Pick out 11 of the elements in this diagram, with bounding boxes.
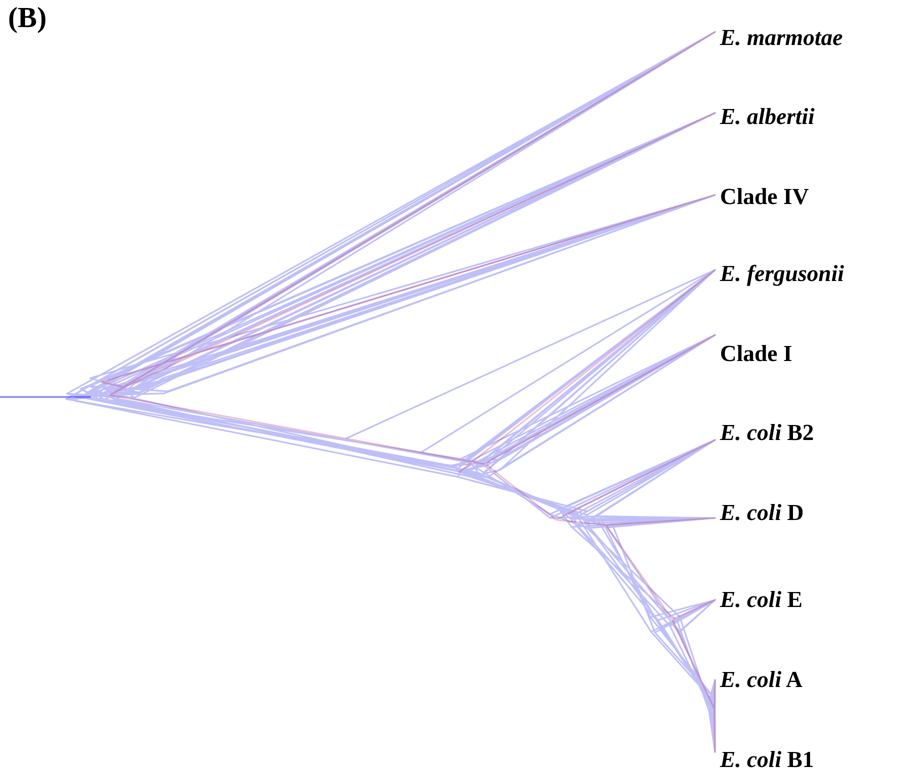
taxon-label: Clade I xyxy=(720,341,792,367)
taxon-label: E. albertii xyxy=(720,104,815,130)
taxon-label: E. coli B2 xyxy=(720,420,814,446)
taxon-label: E. coli A xyxy=(720,667,802,693)
taxon-label: E. fergusonii xyxy=(720,261,844,287)
taxon-label: E. coli B1 xyxy=(720,747,814,773)
taxon-label: E. coli E xyxy=(720,587,802,613)
taxon-label: E. coli D xyxy=(720,500,804,526)
taxon-label: E. marmotae xyxy=(720,25,843,51)
panel-letter: (B) xyxy=(8,2,47,35)
taxon-label: Clade IV xyxy=(720,184,809,210)
